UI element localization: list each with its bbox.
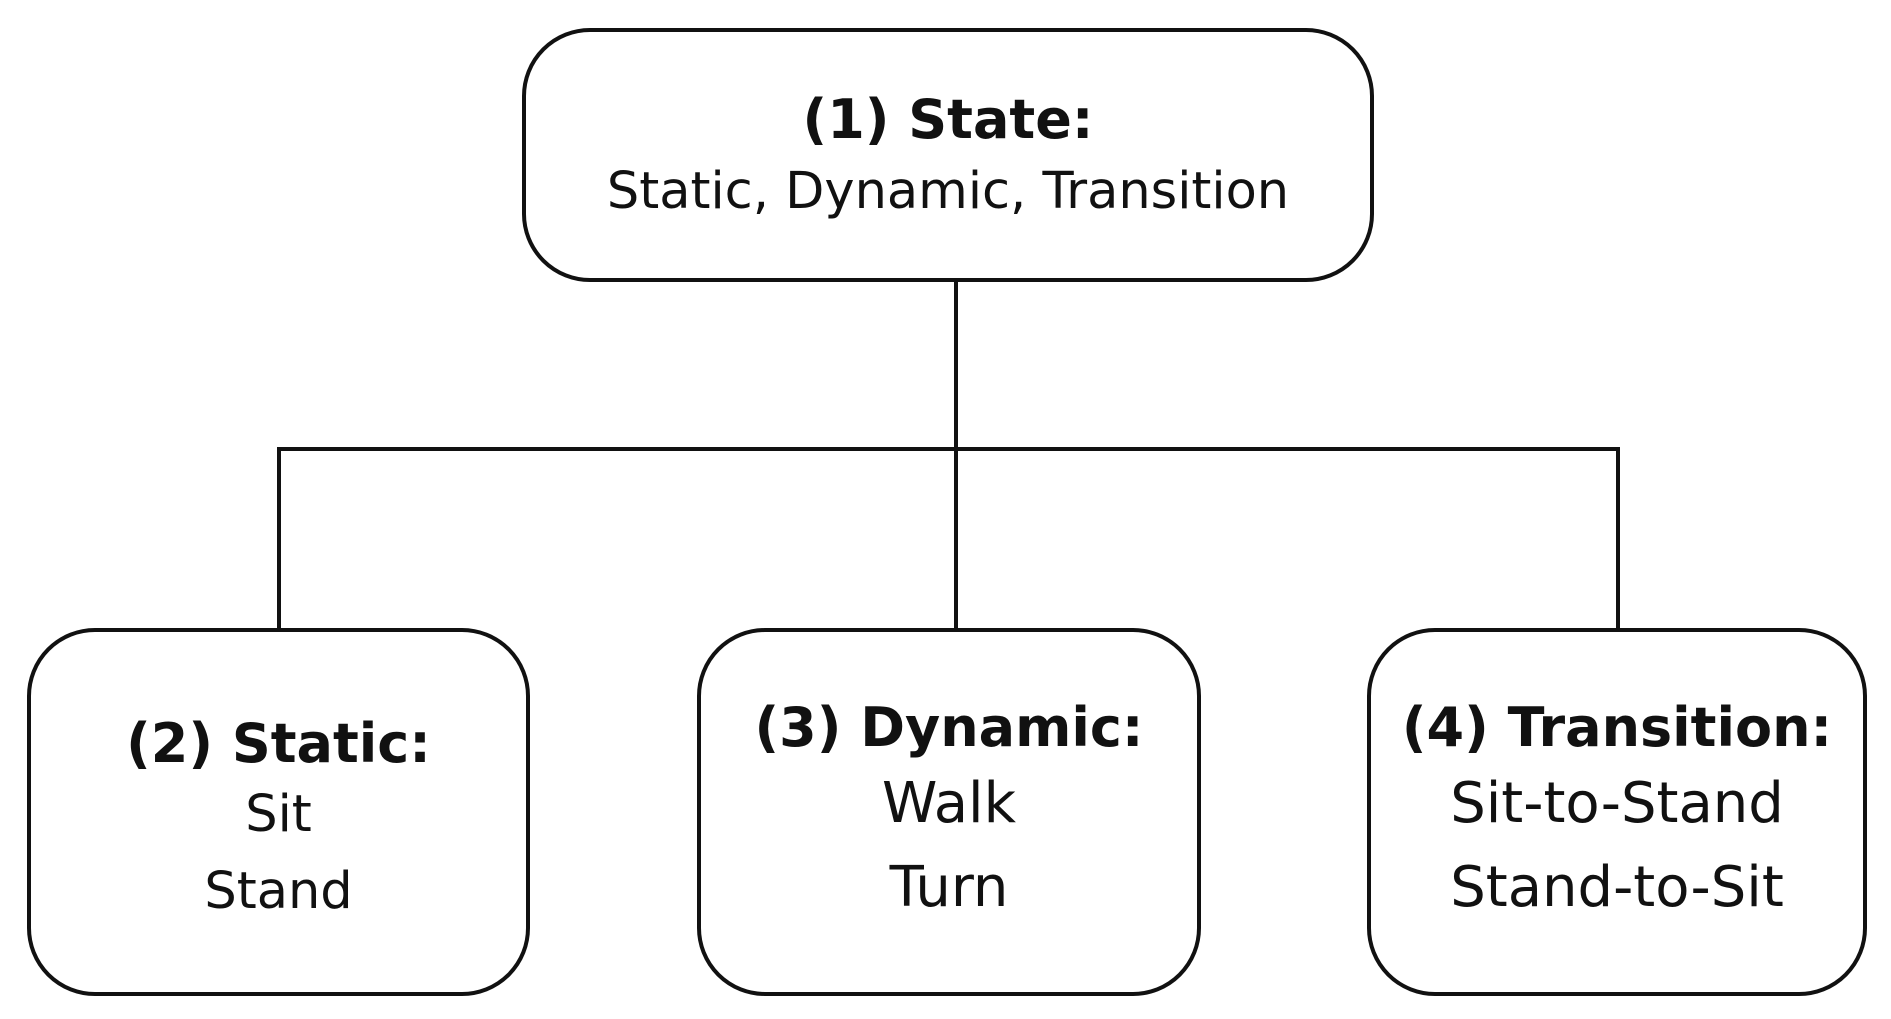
node-dynamic-item-turn: Turn — [889, 854, 1009, 920]
node-static: (2) Static: Sit Stand — [27, 628, 530, 996]
node-state-description: Static, Dynamic, Transition — [606, 161, 1290, 221]
node-transition-title: (4) Transition: — [1401, 696, 1833, 760]
node-dynamic-title: (3) Dynamic: — [754, 696, 1144, 760]
node-static-item-sit: Sit — [245, 785, 312, 845]
node-static-item-stand: Stand — [204, 861, 353, 921]
node-static-title: (2) Static: — [126, 711, 431, 775]
node-transition: (4) Transition: Sit-to-Stand Stand-to-Si… — [1367, 628, 1867, 996]
node-transition-item-sit-to-stand: Sit-to-Stand — [1450, 770, 1784, 836]
node-dynamic: (3) Dynamic: Walk Turn — [697, 628, 1201, 996]
node-transition-item-stand-to-sit: Stand-to-Sit — [1450, 854, 1784, 920]
node-state: (1) State: Static, Dynamic, Transition — [522, 28, 1374, 282]
node-dynamic-item-walk: Walk — [881, 770, 1017, 836]
node-state-title: (1) State: — [802, 87, 1094, 151]
